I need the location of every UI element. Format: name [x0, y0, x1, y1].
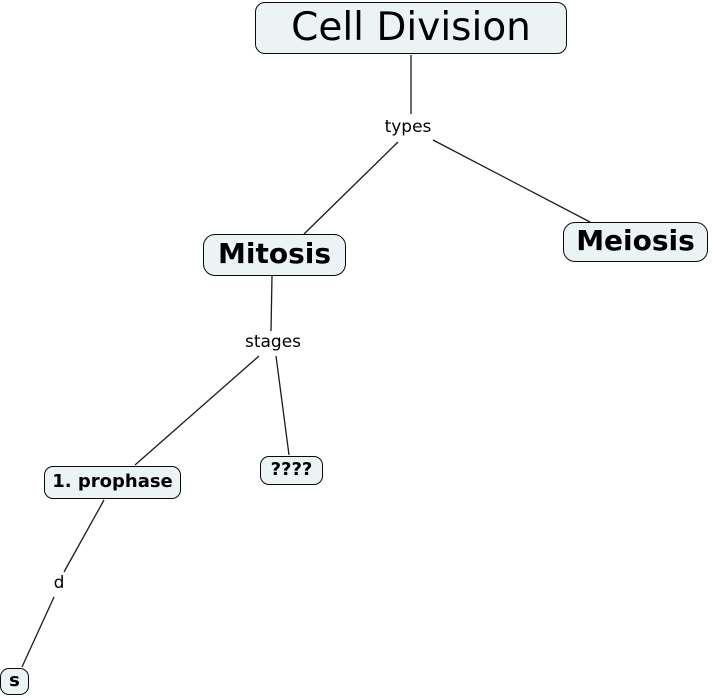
edge-prophase-to-d: [63, 499, 105, 573]
node-s-label: s: [9, 669, 20, 691]
node-s[interactable]: s: [0, 668, 29, 695]
node-meiosis[interactable]: Meiosis: [563, 222, 708, 262]
node-prophase-label: 1. prophase: [52, 470, 173, 492]
edge-types-to-meiosis: [432, 139, 591, 223]
node-mitosis[interactable]: Mitosis: [203, 234, 346, 276]
link-label-stages[interactable]: stages: [242, 332, 304, 353]
node-unknown-stage-label: ????: [270, 458, 313, 480]
node-meiosis-label: Meiosis: [576, 224, 695, 257]
edge-d-to-s: [21, 596, 55, 668]
node-cell-division[interactable]: Cell Division: [255, 2, 567, 54]
node-unknown-stage[interactable]: ????: [260, 456, 323, 485]
link-label-d[interactable]: d: [51, 573, 67, 594]
edge-stages-to-prophase: [134, 355, 260, 466]
edge-types-to-mitosis: [303, 141, 399, 235]
node-cell-division-label: Cell Division: [291, 4, 531, 50]
link-label-types[interactable]: types: [382, 117, 434, 138]
node-prophase[interactable]: 1. prophase: [44, 466, 181, 499]
node-mitosis-label: Mitosis: [217, 237, 331, 270]
edge-mitosis-to-stages: [270, 275, 273, 332]
edge-stages-to-unknown: [275, 355, 290, 456]
